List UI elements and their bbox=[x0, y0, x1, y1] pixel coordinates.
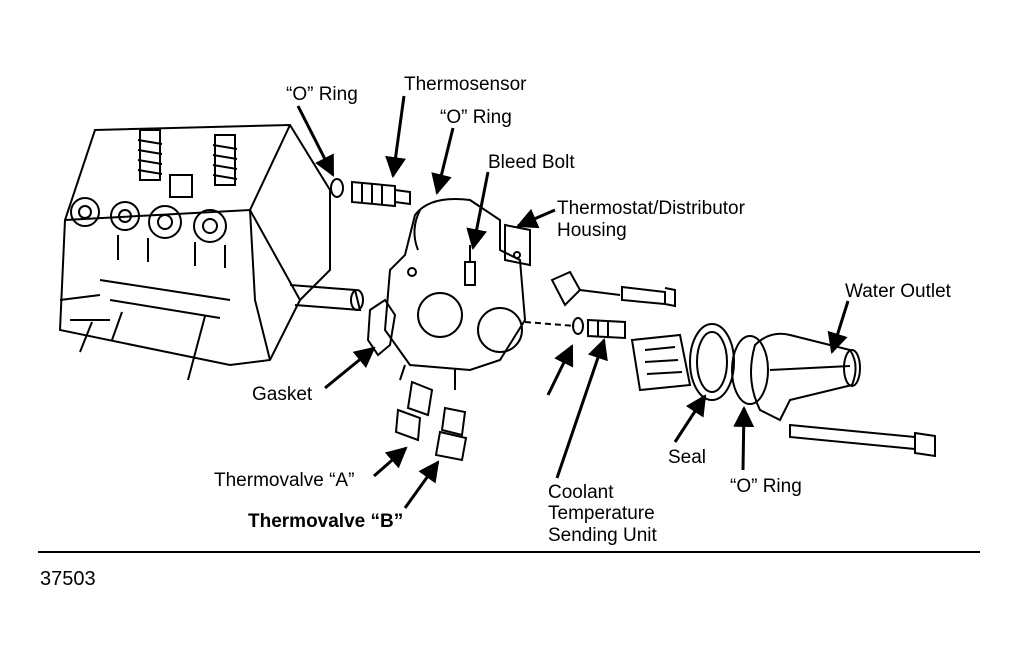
thermovalve-b-part bbox=[434, 406, 468, 462]
label-thermovalve-a: Thermovalve “A” bbox=[214, 470, 355, 491]
head-bolts bbox=[79, 311, 206, 381]
arrow-water-outlet bbox=[827, 300, 850, 355]
o-ring-3-part bbox=[731, 335, 769, 405]
label-o-ring-3: “O” Ring bbox=[730, 476, 802, 497]
arrow-thermovalve-b bbox=[403, 460, 440, 509]
housing-bolt bbox=[550, 270, 676, 308]
arrow-housing bbox=[516, 208, 556, 229]
label-coolant-line1: Coolant bbox=[548, 482, 614, 503]
arrow-gasket bbox=[324, 346, 376, 390]
label-seal: Seal bbox=[668, 447, 707, 468]
label-thermovalve-b: Thermovalve “B” bbox=[248, 511, 404, 532]
label-gasket: Gasket bbox=[252, 384, 313, 405]
arrow-seal bbox=[673, 394, 707, 443]
label-housing-line2: Housing bbox=[557, 220, 627, 241]
cylinder-head bbox=[58, 123, 364, 367]
thermovalve-a-part bbox=[394, 380, 434, 442]
arrow-coolant-unit-2 bbox=[546, 344, 574, 396]
label-housing-line1: Thermostat/Distributor bbox=[557, 198, 745, 219]
figure-number: 37503 bbox=[40, 568, 96, 590]
label-coolant-line3: Sending Unit bbox=[548, 525, 657, 546]
gasket-part bbox=[366, 298, 397, 357]
label-o-ring-1: “O” Ring bbox=[286, 84, 358, 105]
arrow-bleed-bolt bbox=[466, 171, 490, 251]
sending-unit-part bbox=[524, 317, 626, 340]
label-bleed-bolt: Bleed Bolt bbox=[488, 152, 575, 173]
arrow-coolant-unit bbox=[555, 338, 608, 479]
thermosensor-part bbox=[351, 180, 411, 208]
thermostat-part bbox=[630, 333, 692, 392]
label-o-ring-2: “O” Ring bbox=[440, 107, 512, 128]
label-water-outlet: Water Outlet bbox=[845, 281, 951, 302]
label-thermosensor: Thermosensor bbox=[404, 74, 527, 95]
leader-arrows bbox=[296, 95, 850, 509]
valve-springs bbox=[137, 129, 238, 186]
arrow-o-ring-1 bbox=[296, 105, 335, 177]
housing-part bbox=[383, 198, 531, 390]
outlet-bolt bbox=[789, 423, 936, 458]
arrow-o-ring-2 bbox=[431, 127, 455, 196]
o-ring-1-part bbox=[330, 178, 344, 198]
divider-line bbox=[38, 551, 980, 553]
seal-part bbox=[689, 323, 735, 401]
arrow-thermovalve-a bbox=[373, 446, 408, 478]
water-outlet-part bbox=[750, 332, 861, 422]
arrow-thermosensor bbox=[385, 95, 406, 179]
label-coolant-line2: Temperature bbox=[548, 503, 655, 524]
arrow-o-ring-3 bbox=[733, 405, 755, 471]
